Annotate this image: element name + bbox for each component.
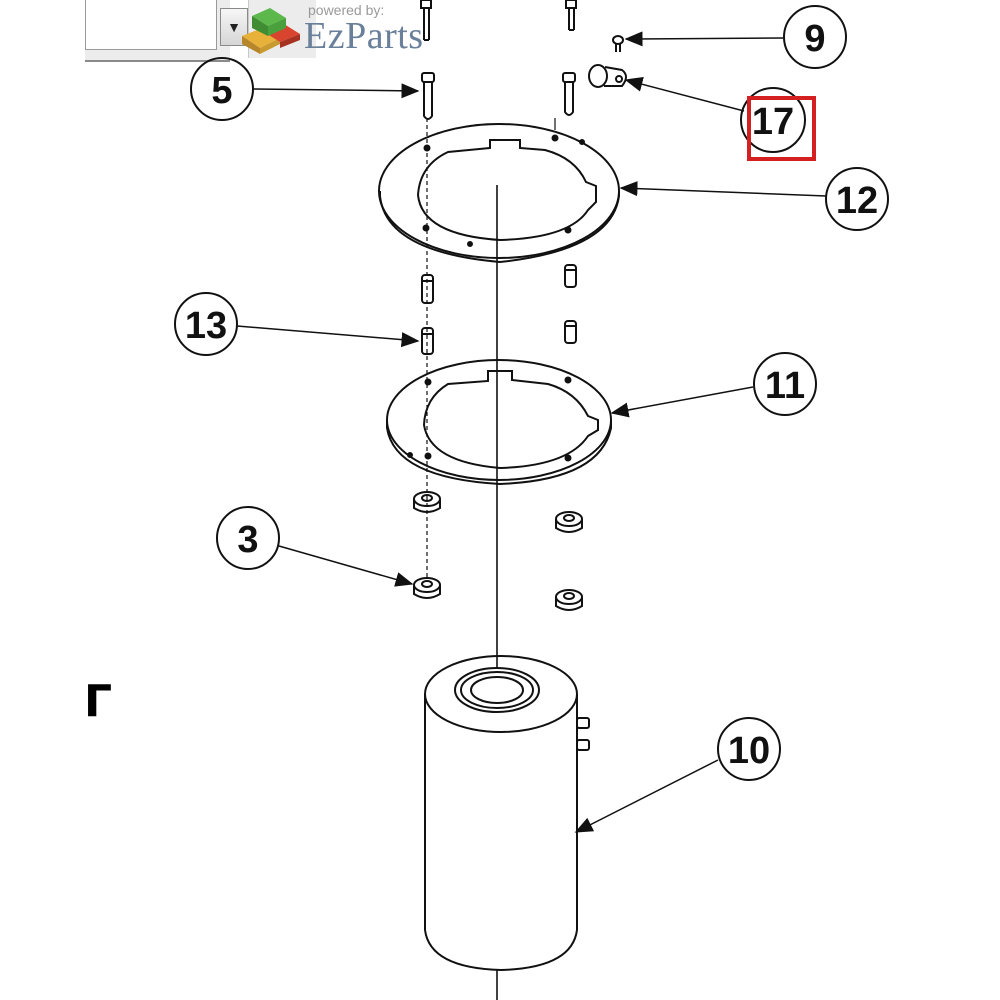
nut-part-3-lower-right[interactable]: [555, 589, 583, 611]
bolt-part-5-right[interactable]: [562, 72, 576, 116]
leader-lines: [236, 31, 827, 833]
nut-part-3-upper-right[interactable]: [555, 511, 583, 533]
stray-glyph: Γ: [84, 676, 113, 727]
callout-circle-13: [174, 292, 238, 356]
ezparts-logo: powered by: EzParts: [240, 2, 460, 58]
callout-circle-3: [216, 506, 280, 570]
spacer-part-13-upper-right[interactable]: [564, 264, 577, 288]
brand-name: EzParts: [304, 15, 424, 57]
callout-label-5[interactable]: 5: [211, 70, 232, 112]
ring-plate-part-12[interactable]: [378, 123, 620, 264]
callout-label-9[interactable]: 9: [804, 18, 825, 60]
callout-label-13[interactable]: 13: [185, 305, 227, 347]
callout-label-17[interactable]: 17: [752, 101, 794, 143]
callout-circle-17: [740, 87, 806, 153]
spacer-part-13-lower-right[interactable]: [564, 320, 577, 344]
clamp-part-17[interactable]: [588, 64, 627, 88]
cylinder-housing-part-10[interactable]: [424, 655, 590, 972]
ezparts-cubes-logo-icon: [242, 8, 300, 54]
bolt-top-left: [420, 0, 432, 41]
callout-circle-5: [190, 57, 254, 121]
callout-label-12[interactable]: 12: [836, 180, 878, 222]
nut-part-3-upper-left[interactable]: [413, 491, 441, 513]
callout-circle-10: [717, 717, 781, 781]
callout-circle-12: [825, 167, 889, 231]
callout-label-3[interactable]: 3: [237, 519, 258, 561]
callout-label-11[interactable]: 11: [765, 365, 805, 407]
nut-part-3-lower-left[interactable]: [413, 577, 441, 599]
ring-plate-part-11[interactable]: [386, 359, 612, 486]
callout-circle-11: [753, 352, 817, 416]
dropdown-field[interactable]: [85, 0, 217, 50]
bolt-part-5-left[interactable]: [421, 72, 435, 120]
callout-label-10[interactable]: 10: [728, 730, 770, 772]
spacer-part-13-upper-left[interactable]: [421, 274, 434, 304]
callout-circle-9: [783, 5, 847, 69]
spacer-part-13-lower-left[interactable]: [421, 327, 434, 355]
highlight-box-part-17: [747, 96, 816, 161]
bolt-top-right: [565, 0, 577, 31]
screw-part-9[interactable]: [612, 35, 624, 52]
powered-by-text: powered by:: [308, 2, 385, 18]
